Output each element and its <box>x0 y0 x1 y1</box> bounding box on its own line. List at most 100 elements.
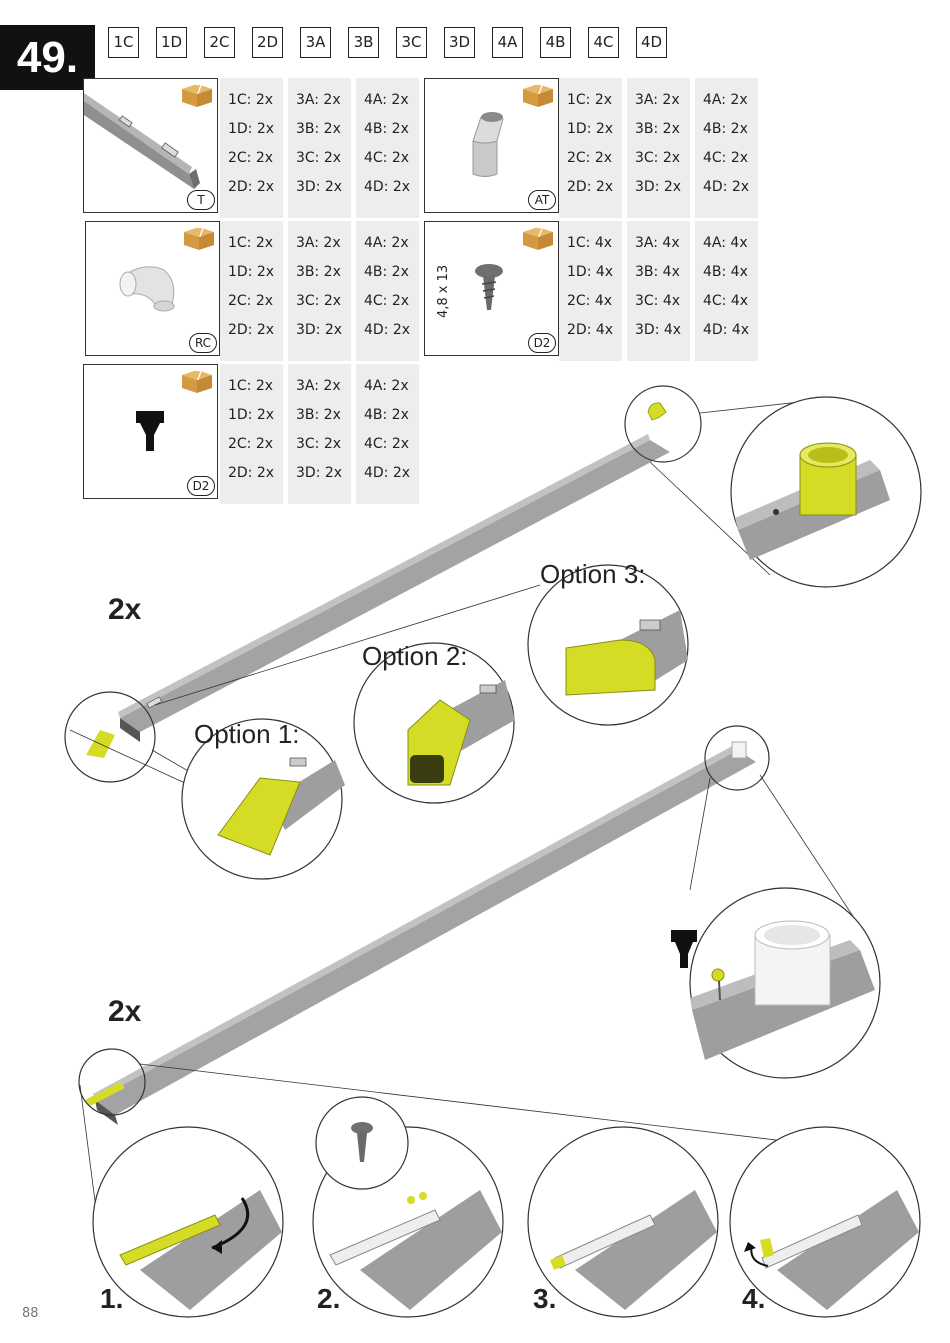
quantity-entry: 4D: 2x <box>703 179 750 195</box>
option-label: Option 3: <box>540 559 646 589</box>
quantity-entry: 3C: 2x <box>296 436 342 452</box>
package-count: 7 <box>194 369 203 384</box>
package-count: 7 <box>196 226 205 241</box>
quantity-entry: 1D: 2x <box>567 121 614 137</box>
quantity-column: 3A: 2x 3B: 2x 3C: 2x 3D: 2x <box>627 78 690 218</box>
round-elbow-illustration <box>119 266 175 312</box>
quantity-column: 1C: 4x 1D: 4x 2C: 4x 2D: 4x <box>559 221 622 361</box>
model-tag: 4B <box>540 27 571 58</box>
quantity-column: 1C: 2x 1D: 2x 2C: 2x 2D: 2x <box>220 364 283 504</box>
model-tag: 3A <box>300 27 331 58</box>
package-box-icon <box>184 227 214 250</box>
model-tag: 4D <box>636 27 667 58</box>
quantity-entry: 3B: 2x <box>296 264 341 280</box>
quantity-column: 1C: 2x 1D: 2x 2C: 2x 2D: 2x <box>220 221 283 361</box>
plug-illustration <box>136 411 164 451</box>
quantity-column: 3A: 2x 3B: 2x 3C: 2x 3D: 2x <box>288 364 351 504</box>
quantity-entry: 1D: 2x <box>228 407 275 423</box>
quantity-entry: 4B: 4x <box>703 264 748 280</box>
model-tag: 3D <box>444 27 475 58</box>
part-card-angle: 7 AT <box>424 78 559 213</box>
quantity-multiplier: 2x <box>108 995 142 1028</box>
zoom-round-outlet-white <box>690 920 875 1060</box>
quantity-entry: 2D: 4x <box>567 322 614 338</box>
option-label: Option 1: <box>194 719 300 749</box>
part-card-screw: 7 D2 <box>424 221 559 356</box>
screw-icon <box>351 1122 373 1162</box>
rail-illustration <box>84 93 200 189</box>
model-tag: 2D <box>252 27 283 58</box>
upper-rail <box>118 434 670 742</box>
quantity-column: 3A: 4x 3B: 4x 3C: 4x 3D: 4x <box>627 221 690 361</box>
option-2-angle-piece <box>407 680 515 786</box>
quantity-entry: 4C: 2x <box>703 150 749 166</box>
step-2-illustration <box>329 1190 502 1310</box>
quantity-entry: 3C: 2x <box>296 293 342 309</box>
quantity-column: 4A: 2x 4B: 2x 4C: 2x 4D: 2x <box>356 221 419 361</box>
quantity-entry: 1C: 4x <box>567 235 613 251</box>
step-3-illustration <box>550 1190 717 1310</box>
quantity-entry: 3C: 4x <box>635 293 681 309</box>
quantity-entry: 4D: 2x <box>364 322 411 338</box>
quantity-entry: 4A: 2x <box>364 92 409 108</box>
quantity-column: 3A: 2x 3B: 2x 3C: 2x 3D: 2x <box>288 221 351 361</box>
part-card-plug: 7 D2 <box>83 364 218 499</box>
package-box-icon <box>182 84 212 107</box>
quantity-entry: 4B: 2x <box>364 121 409 137</box>
page-number: 88 <box>22 1306 39 1321</box>
quantity-column: 4A: 2x 4B: 2x 4C: 2x 4D: 2x <box>356 78 419 218</box>
quantity-entry: 4A: 2x <box>364 378 409 394</box>
quantity-entry: 3A: 2x <box>296 235 341 251</box>
step-4-illustration <box>744 1190 919 1310</box>
quantity-entry: 4A: 2x <box>703 92 748 108</box>
quantity-entry: 2D: 2x <box>567 179 614 195</box>
lower-rail <box>85 744 756 1125</box>
step-number: 49. <box>0 25 95 90</box>
quantity-entry: 2C: 2x <box>228 293 274 309</box>
quantity-column: 4A: 2x 4B: 2x 4C: 2x 4D: 2x <box>356 364 419 504</box>
quantity-entry: 2C: 2x <box>228 150 274 166</box>
model-tag: 4C <box>588 27 619 58</box>
quantity-entry: 1C: 2x <box>228 92 274 108</box>
quantity-entry: 3C: 2x <box>635 150 681 166</box>
quantity-entry: 3A: 2x <box>296 378 341 394</box>
quantity-entry: 1C: 2x <box>567 92 613 108</box>
quantity-multiplier: 2x <box>108 593 142 626</box>
quantity-entry: 1D: 2x <box>228 121 275 137</box>
quantity-entry: 2C: 4x <box>567 293 613 309</box>
package-count: 7 <box>535 83 544 98</box>
screw-illustration <box>475 264 503 310</box>
plug-icon <box>671 930 697 968</box>
quantity-entry: 3D: 2x <box>296 465 343 481</box>
model-tag: 3C <box>396 27 427 58</box>
quantity-entry: 3D: 2x <box>296 179 343 195</box>
quantity-column: 1C: 2x 1D: 2x 2C: 2x 2D: 2x <box>220 78 283 218</box>
package-box-icon <box>182 370 212 393</box>
model-tag: 4A <box>492 27 523 58</box>
quantity-entry: 3B: 2x <box>296 407 341 423</box>
step-label: 2. <box>317 1283 341 1314</box>
quantity-entry: 3B: 2x <box>635 121 680 137</box>
quantity-entry: 4B: 2x <box>703 121 748 137</box>
quantity-entry: 2D: 2x <box>228 322 275 338</box>
quantity-column: 1C: 2x 1D: 2x 2C: 2x 2D: 2x <box>559 78 622 218</box>
option-3-angle-piece <box>565 610 688 696</box>
part-code: D2 <box>187 476 215 496</box>
part-card-round-elbow: 7 RC <box>85 221 220 356</box>
step-1-illustration <box>119 1190 282 1310</box>
part-card-rail: 7 T <box>83 78 218 213</box>
quantity-entry: 1D: 2x <box>228 264 275 280</box>
model-tag: 1C <box>108 27 139 58</box>
quantity-entry: 4D: 2x <box>364 179 411 195</box>
quantity-entry: 4B: 2x <box>364 264 409 280</box>
model-list: 1C 1D 2C 2D 3A 3B 3C 3D 4A 4B 4C 4D <box>108 27 684 58</box>
option-label: Option 2: <box>362 641 468 671</box>
quantity-entry: 4D: 4x <box>703 322 750 338</box>
model-tag: 2C <box>204 27 235 58</box>
package-box-icon <box>523 84 553 107</box>
quantity-column: 3A: 2x 3B: 2x 3C: 2x 3D: 2x <box>288 78 351 218</box>
step-label: 1. <box>100 1283 124 1314</box>
quantity-entry: 1C: 2x <box>228 378 274 394</box>
quantity-entry: 3A: 4x <box>635 235 680 251</box>
